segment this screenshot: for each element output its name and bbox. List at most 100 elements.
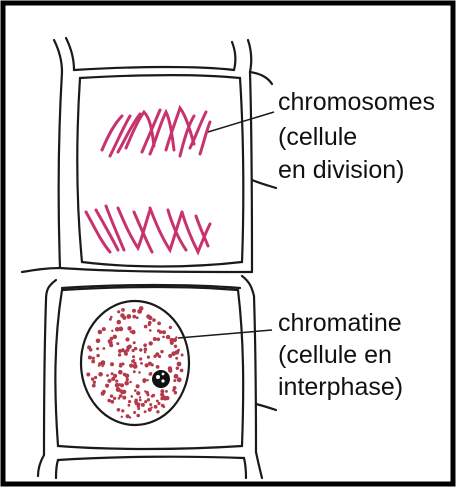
chromatin-dot xyxy=(139,396,141,398)
chromatin-dot xyxy=(128,400,131,403)
chromatin-dot xyxy=(103,347,106,350)
chromatin-dot xyxy=(136,414,140,418)
chromatin-dot xyxy=(110,394,113,397)
chromatin-dot xyxy=(157,329,160,332)
chromatin-dot xyxy=(174,374,179,379)
chromatine-label-line1: chromatine xyxy=(278,309,402,337)
chromatin-dot xyxy=(133,364,138,369)
chromatin-dot xyxy=(110,400,114,404)
chromatin-dot xyxy=(129,381,132,384)
chromosomes-upper xyxy=(102,108,210,156)
chromatin-dot xyxy=(126,414,130,418)
chromatin-dot xyxy=(175,357,178,360)
chromatin-dot xyxy=(117,320,122,325)
chromatin-dot xyxy=(131,360,134,363)
chromatin-dot xyxy=(134,389,137,392)
chromatin-dot xyxy=(147,393,150,396)
chromatine-leader-line xyxy=(178,330,272,338)
chromatin-dot xyxy=(156,365,160,369)
chromatin-dot xyxy=(130,331,132,333)
chromatin-dot xyxy=(175,336,177,338)
chromatin-dot xyxy=(113,335,117,339)
chromatin-dot xyxy=(92,357,95,360)
chromatin-dot xyxy=(87,345,91,349)
chromatin-dot xyxy=(148,323,151,326)
chromatin-dot xyxy=(131,395,134,398)
chromatin-dot xyxy=(111,372,114,375)
chromatin-dot xyxy=(144,348,148,352)
chromatin-dot xyxy=(126,314,131,319)
chromosomes-label-line3: en division) xyxy=(278,156,404,184)
chromatin-dot xyxy=(118,383,121,386)
chromatin-dot xyxy=(156,400,159,403)
chromatin-dot xyxy=(107,379,111,383)
chromatin-dot xyxy=(127,326,131,330)
chromatin-dot xyxy=(132,355,135,358)
chromatin-dot xyxy=(126,378,129,381)
chromatin-dot xyxy=(127,404,130,407)
chromatin-dot xyxy=(168,369,172,373)
chromatin-dot xyxy=(121,315,124,318)
chromatin-dot xyxy=(124,352,128,356)
chromatin-dot xyxy=(163,406,166,409)
chromatine-label-line3: interphase) xyxy=(278,373,403,401)
chromatin-dot xyxy=(134,401,137,404)
chromatin-dot xyxy=(118,353,121,356)
chromatin-dot xyxy=(102,327,106,331)
chromatin-dot xyxy=(92,385,95,388)
chromatin-dot xyxy=(93,381,96,384)
chromatin-dot xyxy=(157,402,160,405)
chromatin-dot xyxy=(115,380,118,383)
chromatin-dot xyxy=(106,374,109,377)
chromatin-dot xyxy=(119,364,123,368)
chromatin-dot xyxy=(147,398,150,401)
chromatin-dot xyxy=(153,337,157,341)
chromatin-dot xyxy=(143,343,147,347)
chromatin-dot xyxy=(86,373,90,377)
chromatin-dot xyxy=(136,384,140,388)
chromatin-dot xyxy=(172,389,175,392)
chromatin-dot xyxy=(137,392,140,395)
chromatin-dot xyxy=(170,338,175,343)
chromatin-dot xyxy=(110,337,114,341)
chromatin-dot xyxy=(147,356,150,359)
chromatin-dot xyxy=(96,339,101,344)
chromatin-dot xyxy=(148,362,152,366)
chromatin-dot xyxy=(121,409,124,412)
chromatin-dot xyxy=(110,362,114,366)
chromatin-dot xyxy=(121,348,124,351)
chromatin-dot xyxy=(122,390,126,394)
chromatin-dot xyxy=(139,306,144,311)
chromatin-dot xyxy=(128,345,132,349)
chromatin-dot xyxy=(174,345,177,348)
chromatine-label-line2: (cellule en xyxy=(278,341,392,369)
chromatin-dot xyxy=(146,314,150,318)
chromatin-dot xyxy=(118,370,123,375)
chromatin-dot xyxy=(132,315,136,319)
chromatin-dot xyxy=(139,399,142,402)
chromatin-dot xyxy=(122,396,126,400)
chromatin-dot xyxy=(133,370,136,373)
chromatin-dot xyxy=(117,310,120,313)
chromatin-dot xyxy=(144,351,147,354)
chromosomes-label-line1: chromosomes xyxy=(278,88,435,116)
chromatin-dot xyxy=(149,329,152,332)
chromatin-dot xyxy=(98,330,103,335)
chromatin-dot xyxy=(160,397,164,401)
chromatin-dot xyxy=(129,364,133,368)
chromatin-dot xyxy=(173,379,176,382)
chromatin-dot xyxy=(118,327,123,332)
chromatin-dot xyxy=(160,393,164,397)
chromatin-dot xyxy=(165,390,168,393)
chromatin-dot xyxy=(91,377,94,380)
chromatin-dot xyxy=(162,336,165,339)
chromatin-dot xyxy=(181,354,184,357)
chromatin-dot xyxy=(171,351,176,356)
chromatin-dot xyxy=(166,335,170,339)
chromatin-dot xyxy=(125,337,129,341)
chromatin-dot xyxy=(160,389,164,393)
chromatin-dot xyxy=(109,343,113,347)
chromatin-dot xyxy=(141,403,145,407)
chromatin-dot xyxy=(133,411,136,414)
